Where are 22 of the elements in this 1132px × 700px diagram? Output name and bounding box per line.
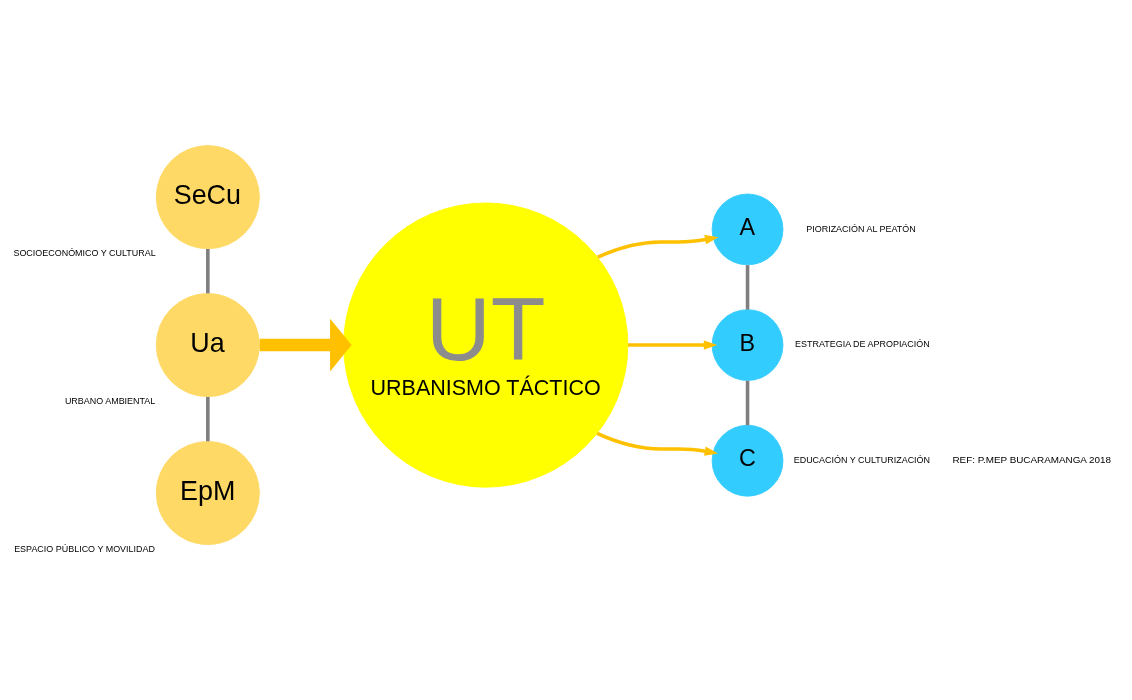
connector xyxy=(206,249,210,294)
node-circle: EpM xyxy=(155,441,260,545)
connector xyxy=(745,380,750,426)
node-label: PIORIZACIÓN AL PEATÓN xyxy=(806,223,916,234)
node-label: ESTRATEGIA DE APROPIACIÓN xyxy=(795,339,930,350)
node-circle: B xyxy=(711,309,784,381)
node-label: EDUCACIÓN Y CULTURIZACIÓN xyxy=(793,454,931,465)
node-label: ESPACIO PÚBLICO Y MOVILIDAD xyxy=(14,543,155,554)
arrow xyxy=(597,234,719,259)
node-label: URBANO AMBIENTAL xyxy=(64,395,156,406)
connector xyxy=(206,396,210,442)
node-circle: SeCu xyxy=(155,145,260,250)
node-circle: Ua xyxy=(155,293,260,398)
connector xyxy=(745,265,750,310)
node-circle: A xyxy=(711,193,784,266)
node-circle: UT URBANISMO TÁCTICO xyxy=(343,202,629,488)
label: REF: P.MEP BUCARAMANGA 2018 xyxy=(952,454,1112,466)
node-circle: C xyxy=(711,424,784,497)
arrow xyxy=(628,340,718,350)
node-label: SOCIOECONÓMICO Y CULTURAL xyxy=(13,247,156,258)
arrow xyxy=(259,318,352,372)
arrow xyxy=(596,431,719,456)
